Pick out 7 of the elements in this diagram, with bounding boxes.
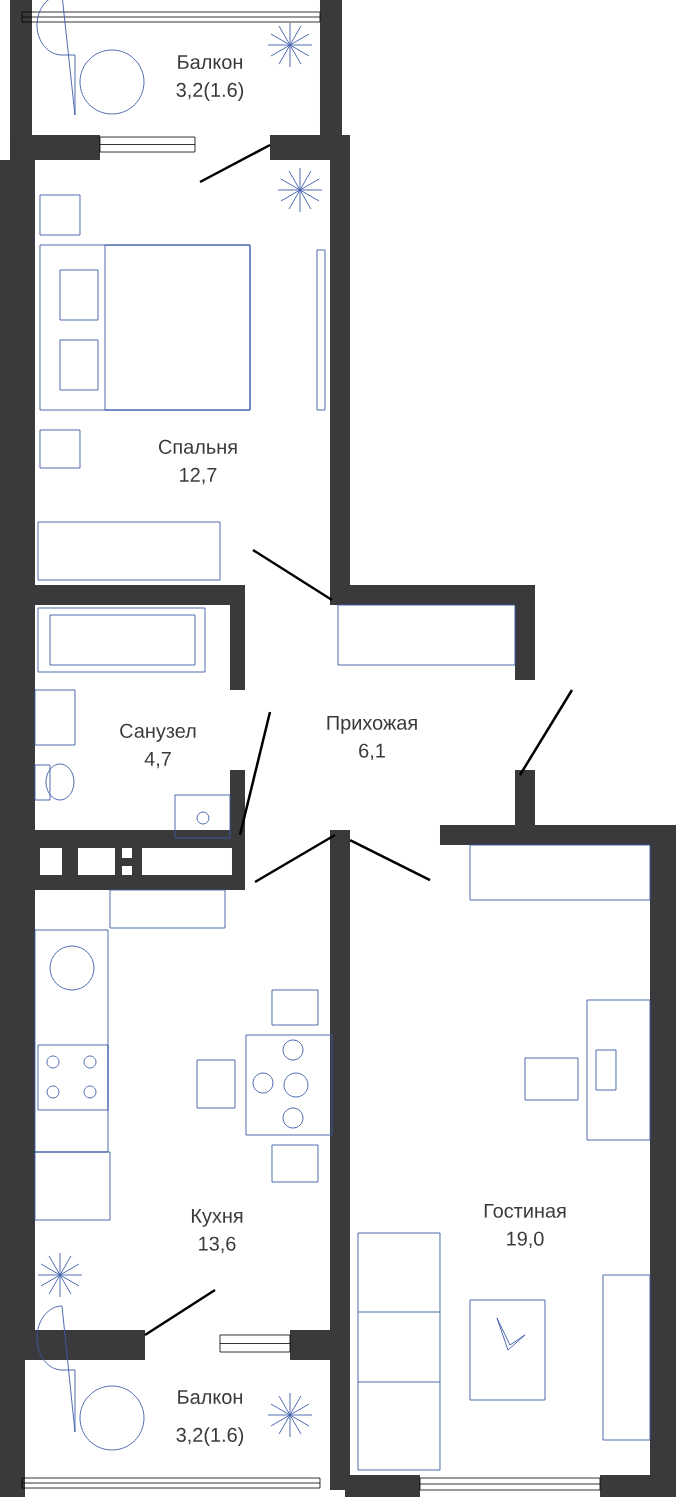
- room-label: Спальня 12,7: [159, 439, 237, 485]
- room-label: Балкон 3,2(1.6): [176, 1390, 244, 1446]
- room-label: Санузел 4,7: [120, 723, 196, 769]
- room-label: Прихожая 6,1: [327, 715, 417, 761]
- room-label: Балкон 3,2(1.6): [176, 55, 244, 101]
- room-label: Кухня 13,6: [192, 1208, 243, 1254]
- room-label: Гостиная 19,0: [484, 1203, 566, 1249]
